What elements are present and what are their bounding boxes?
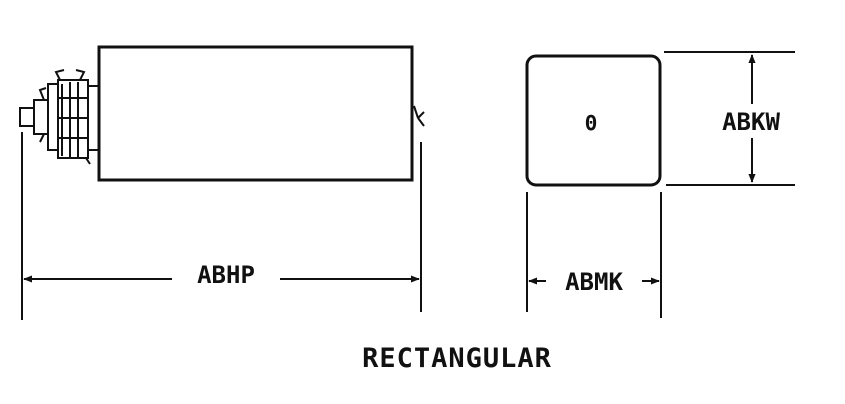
width-label: ABMK [565, 268, 623, 296]
height-dimension [664, 51, 795, 186]
terminal-connector [19, 69, 100, 165]
width-dimension [526, 192, 662, 318]
length-dimension [21, 132, 422, 320]
terminal-mark-symbol: Θ [585, 111, 597, 135]
end-lead-mark [413, 105, 425, 127]
length-label: ABHP [197, 261, 255, 289]
diagram-title: RECTANGULAR [362, 343, 552, 374]
side-view [19, 45, 425, 182]
end-view: Θ [525, 54, 662, 187]
height-label: ABKW [722, 108, 780, 136]
side-view-body [97, 45, 414, 182]
end-view-body [525, 54, 662, 187]
